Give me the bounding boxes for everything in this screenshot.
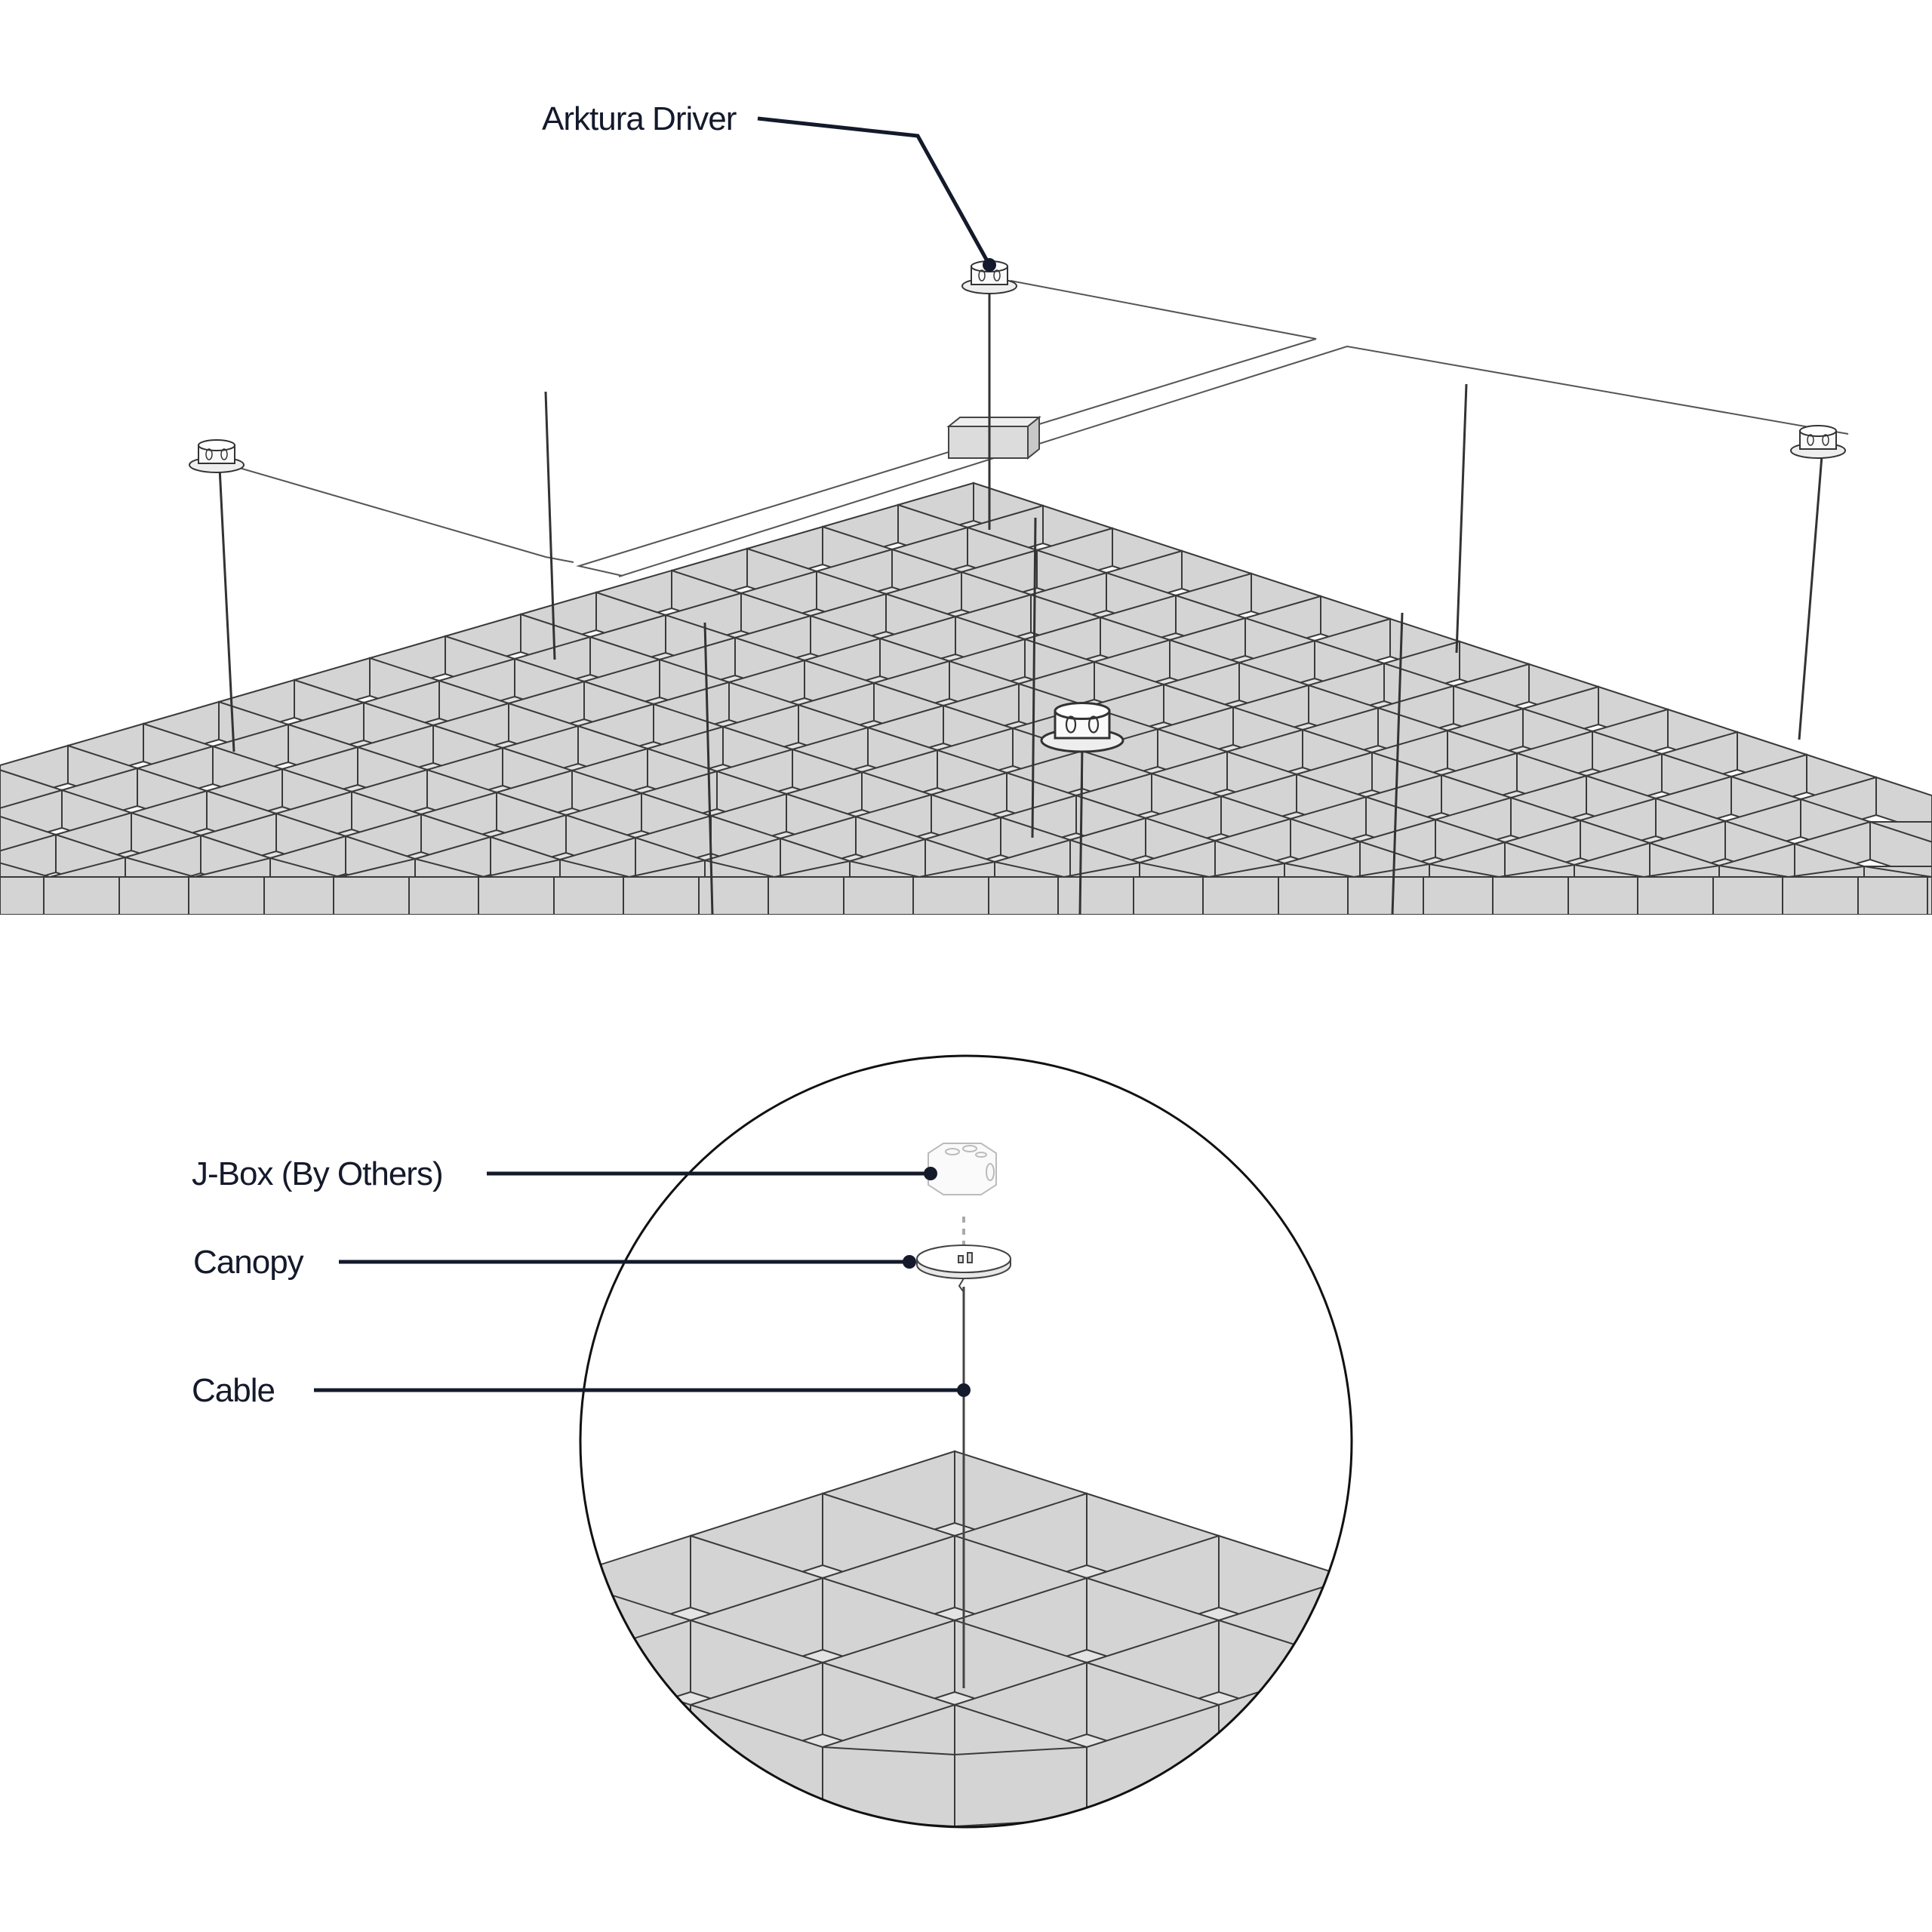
knockout bbox=[1822, 434, 1829, 446]
callout-label: Cable bbox=[192, 1372, 275, 1409]
baffle-grid-detail bbox=[426, 1450, 1351, 1826]
detail-circle bbox=[579, 1054, 1353, 1829]
baffle-fin bbox=[43, 876, 120, 915]
baffle-fin bbox=[1567, 876, 1638, 915]
knockout bbox=[978, 269, 986, 281]
baffle-fin bbox=[822, 1746, 955, 1826]
j-boxes-overview bbox=[189, 260, 1846, 753]
knockout bbox=[1065, 715, 1077, 734]
callout-label: Canopy bbox=[193, 1244, 304, 1281]
baffle-fin bbox=[553, 876, 624, 915]
hanger-cables bbox=[218, 290, 1823, 915]
baffle-fin bbox=[1869, 820, 1932, 881]
baffle-fin bbox=[426, 1620, 558, 1734]
baffle-fin bbox=[912, 876, 989, 915]
canopy bbox=[916, 1244, 1011, 1293]
callout-cable: Cable bbox=[192, 1372, 971, 1409]
baffle-fin bbox=[1875, 776, 1932, 835]
leader-dot bbox=[957, 1383, 971, 1397]
wiring-lines bbox=[226, 280, 1849, 577]
knockout bbox=[1807, 434, 1814, 446]
baffle-fin bbox=[1712, 876, 1783, 915]
baffle-fin bbox=[478, 876, 555, 915]
callout-arktura-driver: Arktura Driver bbox=[542, 100, 996, 272]
baffle-fin bbox=[1057, 876, 1134, 915]
baffle-fin bbox=[768, 876, 844, 915]
j-box-with-canopy bbox=[189, 439, 245, 473]
baffle-fin bbox=[408, 876, 479, 915]
baffle-fin bbox=[118, 876, 189, 915]
baffle-fin bbox=[1278, 876, 1349, 915]
baffle-fin bbox=[1350, 1619, 1351, 1736]
callout-j-box: J-Box (By Others) bbox=[192, 1155, 937, 1192]
baffle-fin bbox=[843, 876, 914, 915]
detail-view: J-Box (By Others) Canopy Cable bbox=[192, 1054, 1353, 1829]
baffle-fin bbox=[623, 876, 700, 915]
leader-line bbox=[757, 116, 992, 266]
baffle-fin bbox=[263, 876, 334, 915]
callout-canopy: Canopy bbox=[193, 1244, 916, 1281]
j-box-top bbox=[198, 439, 235, 451]
baffle-fin bbox=[1423, 876, 1494, 915]
j-box-with-canopy bbox=[1790, 425, 1846, 459]
knockout bbox=[1088, 715, 1100, 734]
j-box-with-canopy bbox=[1040, 702, 1124, 753]
baffle-fin bbox=[698, 876, 769, 915]
baffle-fin bbox=[333, 876, 410, 915]
driver-box bbox=[946, 415, 1041, 460]
baffle-fin bbox=[581, 1619, 691, 1736]
baffle-grid-overview bbox=[0, 481, 1932, 915]
j-box-top bbox=[1799, 425, 1837, 437]
baffle-fin bbox=[1133, 876, 1204, 915]
j-box bbox=[928, 1143, 997, 1195]
baffle-fin bbox=[1350, 1577, 1351, 1694]
leader-dot bbox=[903, 1255, 916, 1269]
knockout bbox=[205, 448, 213, 460]
baffle-fin bbox=[1637, 876, 1714, 915]
knockout bbox=[220, 448, 228, 460]
baffle-fin bbox=[0, 876, 45, 915]
baffle-fin bbox=[1492, 876, 1569, 915]
baffle-fin bbox=[188, 876, 265, 915]
knockout bbox=[993, 269, 1001, 281]
baffle-fin bbox=[426, 1578, 558, 1692]
baffle-fin bbox=[1347, 876, 1424, 915]
baffle-fin bbox=[1782, 876, 1859, 915]
callout-label: J-Box (By Others) bbox=[192, 1155, 443, 1192]
leader-dot bbox=[924, 1167, 937, 1180]
leader-dot bbox=[983, 258, 996, 272]
baffle-fin bbox=[1202, 876, 1279, 915]
callout-label: Arktura Driver bbox=[542, 100, 737, 137]
baffle-fin bbox=[988, 876, 1059, 915]
j-box-top bbox=[1054, 702, 1111, 720]
baffle-fin bbox=[1857, 876, 1928, 915]
